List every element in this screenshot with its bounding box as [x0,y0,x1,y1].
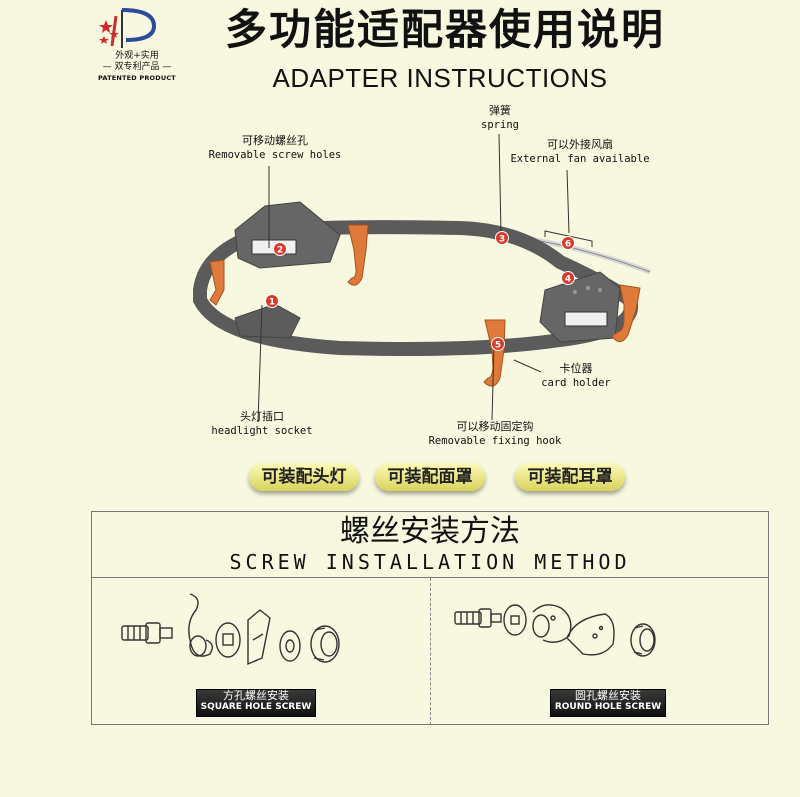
logo-tagline-2: — 双专利产品 — [102,62,172,72]
round-knob-icon [630,623,656,657]
leader-lines [257,133,570,423]
patent-emblem-icon [99,8,157,48]
marker-6: 6 [561,236,575,250]
square-washer-icon [215,622,241,658]
svg-text:1: 1 [269,298,275,308]
callout-screw-holes: 可移动螺丝孔 Removable screw holes [208,134,342,161]
round-hole-parts-illustration [454,604,656,657]
headlight-socket-block [234,303,301,339]
left-bracket [234,201,341,269]
adapter-diagram: 1 2 3 4 5 6 [193,133,651,423]
right-bracket [539,271,621,343]
marker-3: 3 [495,231,509,245]
hook-left [209,259,225,306]
square-hole-parts-illustration [121,593,340,666]
callout-card-holder: 卡位器 card holder [541,362,611,389]
round-screw-bolt-icon [454,608,502,628]
round-cover-plate-icon [566,613,615,656]
card-holder-slot [564,311,608,327]
callout-hook: 可以移动固定钩 Removable fixing hook [428,420,562,447]
round-clip-icon [532,604,572,643]
marker-1: 1 [265,294,279,308]
svg-text:5: 5 [495,341,501,351]
installation-divider [430,578,432,725]
round-hole-label: 圆孔螺丝安装 ROUND HOLE SCREW [550,689,666,717]
patent-logo: 外观+实用 — 双专利产品 — PATENTED PRODUCT [92,6,182,88]
installation-title-cn: 螺丝安装方法 [340,514,520,549]
hook-front [483,319,506,387]
nut-icon [279,630,301,662]
page-title-cn: 多功能适配器使用说明 [224,5,665,54]
installation-inner-frame [91,577,769,725]
marker-group: 1 2 3 4 5 6 [265,231,575,351]
hook-right [611,284,641,343]
mask-compatible-button[interactable]: 可装配面罩 [375,463,485,491]
page-title-en: ADAPTER INSTRUCTIONS [272,63,608,93]
marker-2: 2 [273,242,287,256]
clip-spring-icon [188,593,213,657]
logo-tagline-3: PATENTED PRODUCT [98,74,176,82]
knob-icon [310,625,340,663]
callout-fan: 可以外接风扇 External fan available [510,138,650,165]
marker-5: 5 [491,337,505,351]
logo-tagline-1: 外观+实用 [115,51,159,61]
svg-text:6: 6 [565,240,571,250]
mount-plate-icon [247,609,271,666]
square-hole-label: 方孔螺丝安装 SQUARE HOLE SCREW [196,689,316,717]
svg-text:3: 3 [499,235,505,245]
hook-top [347,224,369,286]
svg-text:2: 2 [277,246,283,256]
screw-bolt-icon [121,622,173,644]
hook-group [209,224,641,387]
headlight-compatible-button[interactable]: 可装配头灯 [249,463,359,491]
marker-4: 4 [561,271,575,285]
callout-headlight: 头灯插口 headlight socket [211,410,313,437]
callout-spring: 弹簧 spring [481,104,519,131]
svg-text:4: 4 [565,275,571,285]
fan-range-mark [544,230,593,247]
installation-title-en: SCREW INSTALLATION METHOD [229,550,631,574]
round-washer-icon [503,604,527,636]
earmuff-compatible-button[interactable]: 可装配耳罩 [515,463,625,491]
